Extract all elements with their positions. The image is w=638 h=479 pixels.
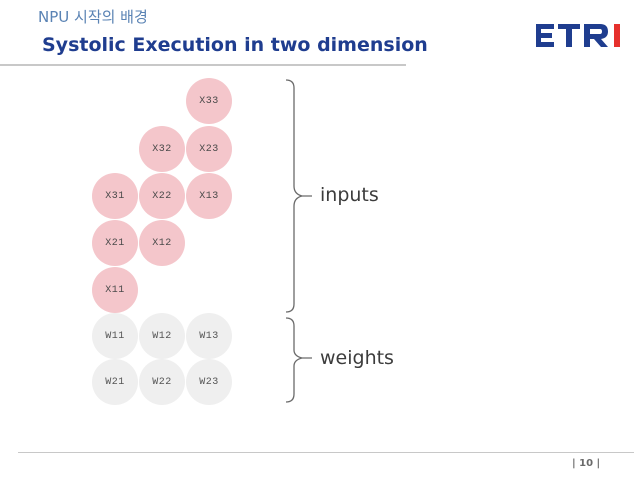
inputs-bracket [285,79,312,313]
slide-section-title: NPU 시작의 배경 [38,8,148,26]
weight-node-w21: W21 [92,359,138,405]
weight-node-w11: W11 [92,313,138,359]
input-node-x22: X22 [139,173,185,219]
input-node-x11: X11 [92,267,138,313]
input-node-x33: X33 [186,78,232,124]
etri-logo [536,24,620,47]
slide-title: Systolic Execution in two dimension [42,34,428,56]
weight-node-w12: W12 [139,313,185,359]
weight-node-w22: W22 [139,359,185,405]
weight-node-w23: W23 [186,359,232,405]
input-node-x23: X23 [186,126,232,172]
page-number: | 10 | [572,458,601,469]
weights-bracket [285,317,312,403]
footer-divider [18,452,634,453]
input-node-x31: X31 [92,173,138,219]
input-node-x21: X21 [92,220,138,266]
input-node-x12: X12 [139,220,185,266]
input-node-x32: X32 [139,126,185,172]
grouping-brackets [285,79,312,403]
inputs-label: inputs [320,184,379,206]
input-node-x13: X13 [186,173,232,219]
weights-label: weights [320,347,394,369]
weight-node-w13: W13 [186,313,232,359]
header-divider [0,64,406,66]
